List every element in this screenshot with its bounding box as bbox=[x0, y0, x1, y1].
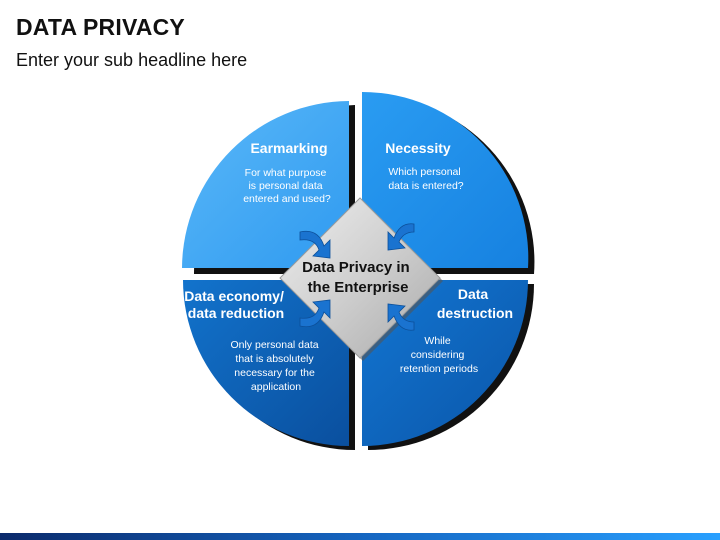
quadrant-earmarking bbox=[182, 101, 349, 268]
quadrant-necessity bbox=[362, 91, 529, 268]
earmarking-title: Earmarking bbox=[250, 140, 327, 156]
data-destruction-title: Data destruction bbox=[437, 286, 513, 321]
data-economy-text: Only personal data that is absolutely ne… bbox=[230, 339, 321, 393]
data-economy-title: Data economy/ data reduction bbox=[184, 288, 287, 321]
arrow-icon bbox=[387, 223, 415, 251]
arrow-icon bbox=[387, 303, 415, 331]
arrow-icon bbox=[299, 230, 331, 259]
center-label: Data Privacy in the Enterprise bbox=[302, 259, 414, 296]
necessity-title: Necessity bbox=[385, 140, 451, 156]
arrow-icon bbox=[299, 299, 331, 328]
necessity-text: Which personal data is entered? bbox=[388, 166, 463, 192]
page-subtitle: Enter your sub headline here bbox=[16, 50, 248, 70]
footer-bar bbox=[0, 533, 720, 540]
page-title: DATA PRIVACY bbox=[16, 14, 185, 40]
earmarking-text: For what purpose is personal data entere… bbox=[243, 167, 331, 205]
data-destruction-text: While considering retention periods bbox=[400, 335, 478, 375]
